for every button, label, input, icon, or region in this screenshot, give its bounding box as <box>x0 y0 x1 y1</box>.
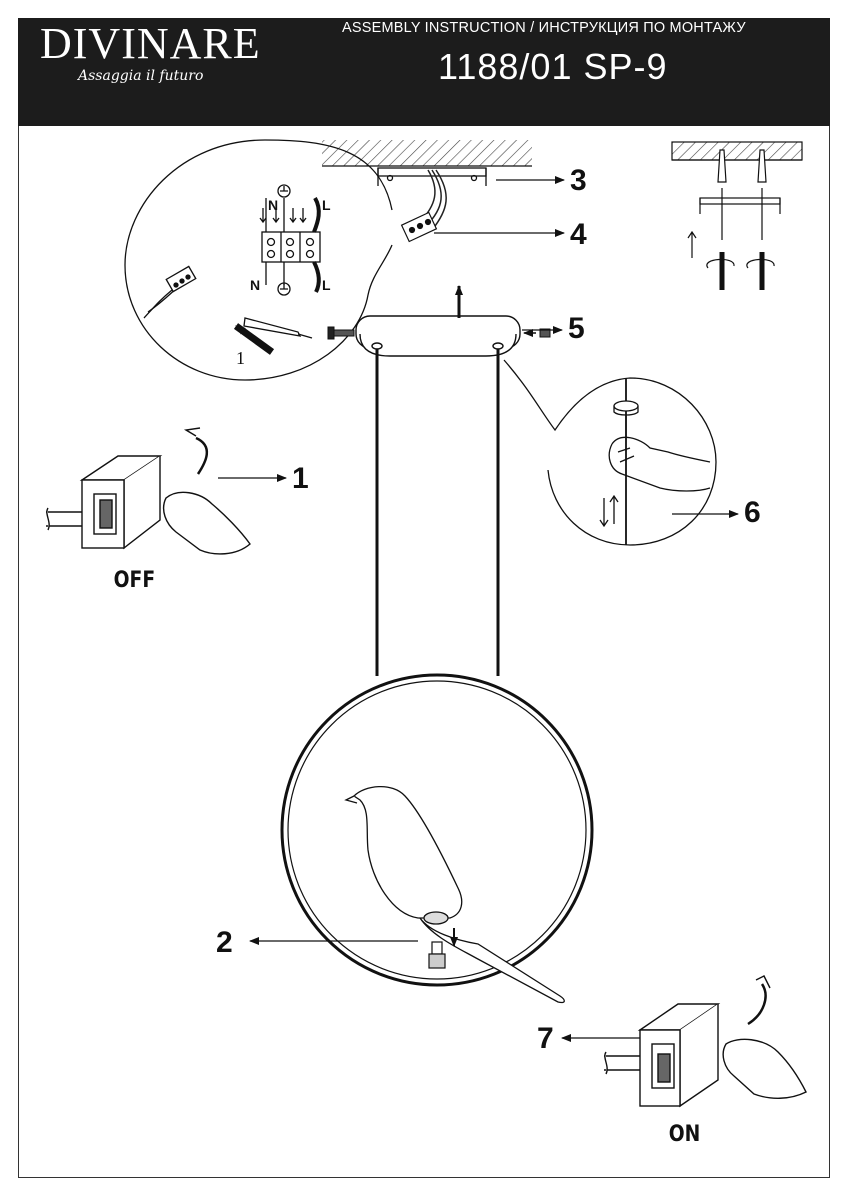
step-number-7: 7 <box>537 1022 554 1055</box>
wiring-label-n-bottom: N <box>250 277 260 293</box>
step-number-5: 5 <box>568 312 585 345</box>
wiring-label-n-top: N <box>268 197 278 213</box>
height-adjust-detail <box>503 359 717 546</box>
ceiling-canopy <box>355 315 521 357</box>
step-number-2: 2 <box>216 926 233 959</box>
model-number: 1188/01 SP-9 <box>438 46 668 87</box>
ceiling-hatch <box>322 140 532 167</box>
brand-tagline: Assaggia il futuro <box>78 68 204 84</box>
switch-on-label: ON <box>668 1122 701 1147</box>
bird-lamp <box>344 785 565 1004</box>
terminal-block <box>400 211 438 243</box>
wall-switch-off <box>46 427 251 555</box>
bulb-connector <box>428 941 446 969</box>
step-number-1: 1 <box>292 462 309 495</box>
side-screw-right <box>523 328 551 338</box>
wiring-label-l-bottom: L <box>322 277 331 293</box>
switch-off-label: OFF <box>113 568 156 593</box>
page-subtitle: ASSEMBLY INSTRUCTION / ИНСТРУКЦИЯ ПО МОН… <box>342 20 746 36</box>
brand-logo: DIVINARE <box>40 19 261 68</box>
tool-step-label: 1 <box>236 348 245 368</box>
step-number-4: 4 <box>570 218 587 251</box>
ring-pendant <box>280 673 594 987</box>
wall-switch-on <box>604 975 807 1108</box>
step-number-3: 3 <box>570 164 587 197</box>
header-bar <box>18 18 830 126</box>
side-screw-left <box>327 326 355 340</box>
anchor-install-detail <box>671 141 803 290</box>
step-number-6: 6 <box>744 496 761 529</box>
wiring-label-l-top: L <box>322 197 331 213</box>
wiring-detail-circle <box>124 139 393 381</box>
